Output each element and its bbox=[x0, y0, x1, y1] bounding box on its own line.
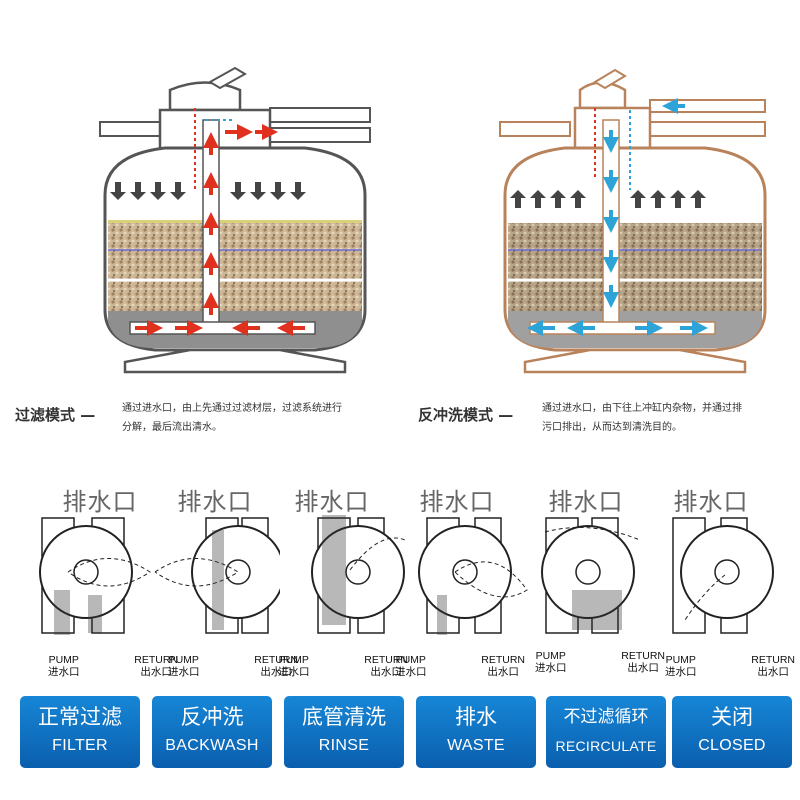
return-en: RETURN bbox=[364, 654, 408, 666]
return-cn: 出水口 bbox=[487, 666, 519, 678]
return-cn: 出水口 bbox=[627, 662, 659, 674]
mode-button-waste[interactable]: 排水 WASTE bbox=[416, 696, 536, 768]
filter-tank-diagram bbox=[99, 66, 371, 374]
filter-mode-description: 通过进水口，由上先通过过滤材层，过滤系统进行 分解，最后流出清水。 bbox=[122, 399, 392, 437]
backwash-mode-desc-line-1: 通过进水口，由下往上冲缸内杂物，并通过排 bbox=[542, 403, 742, 414]
pump-en: PUMP bbox=[395, 654, 426, 666]
pump-en: PUMP bbox=[278, 654, 309, 666]
drain-port-label: 排水口 bbox=[548, 488, 624, 516]
pump-cn: 进水口 bbox=[535, 662, 567, 674]
mode-label-cn: 排水 bbox=[455, 705, 497, 729]
pump-en: PUMP bbox=[168, 654, 199, 666]
return-cn: 出水口 bbox=[370, 666, 402, 678]
return-cn: 出水口 bbox=[140, 666, 172, 678]
mode-button-closed[interactable]: 关闭 CLOSED bbox=[672, 696, 792, 768]
filter-mode-desc-line-2: 分解，最后流出清水。 bbox=[122, 422, 222, 433]
mode-label-cn: 不过滤循环 bbox=[563, 707, 649, 727]
pump-cn: 进水口 bbox=[168, 666, 200, 678]
return-en: RETURN bbox=[751, 654, 795, 666]
mode-label-cn: 反冲洗 bbox=[180, 705, 244, 729]
pump-cn: 进水口 bbox=[665, 666, 697, 678]
filter-mode-desc-line-1: 通过进水口，由上先通过过滤材层，过滤系统进行 bbox=[122, 403, 342, 414]
backwash-mode-title: 反冲洗模式 — bbox=[418, 406, 514, 424]
valve-diagram-filter bbox=[39, 517, 151, 635]
pump-cn: 进水口 bbox=[395, 666, 427, 678]
drain-port-label: 排水口 bbox=[673, 488, 749, 516]
return-cn: 出水口 bbox=[260, 666, 292, 678]
mode-button-recirculate[interactable]: 不过滤循环 RECIRCULATE bbox=[546, 696, 666, 768]
mode-label-en: RECIRCULATE bbox=[555, 738, 657, 754]
mode-label-cn: 底管清洗 bbox=[302, 705, 386, 729]
pump-en: PUMP bbox=[48, 654, 79, 666]
valve-diagram-recirculate bbox=[541, 517, 641, 634]
drain-port-label: 排水口 bbox=[62, 488, 138, 516]
filter-mode-title: 过滤模式 — bbox=[15, 406, 96, 424]
mode-label-en: RINSE bbox=[318, 737, 370, 754]
pump-en: PUMP bbox=[535, 650, 566, 662]
return-en: RETURN bbox=[254, 654, 298, 666]
return-en: RETURN bbox=[481, 654, 525, 666]
drain-port-label: 排水口 bbox=[294, 488, 370, 516]
drain-port-label: 排水口 bbox=[177, 488, 253, 516]
return-en: RETURN bbox=[134, 654, 178, 666]
mode-label-cn: 关闭 bbox=[711, 705, 753, 729]
drain-port-label: 排水口 bbox=[419, 488, 495, 516]
mode-label-en: CLOSED bbox=[698, 737, 766, 754]
valve-diagram-backwash bbox=[154, 517, 280, 634]
valve-diagram-waste bbox=[418, 517, 528, 635]
backwash-mode-desc-line-2: 污口排出，从而达到清洗目的。 bbox=[542, 422, 682, 433]
mode-label-en: BACKWASH bbox=[165, 737, 259, 754]
return-cn: 出水口 bbox=[757, 666, 789, 678]
pump-en: PUMP bbox=[665, 654, 696, 666]
mode-button-rinse[interactable]: 底管清洗 RINSE bbox=[284, 696, 404, 768]
return-en: RETURN bbox=[621, 650, 665, 662]
valve-diagram-rinse bbox=[311, 515, 406, 634]
mode-label-en: WASTE bbox=[447, 737, 505, 754]
pump-cn: 进水口 bbox=[48, 666, 80, 678]
mode-button-filter[interactable]: 正常过滤 FILTER bbox=[20, 696, 140, 768]
mode-label-cn: 正常过滤 bbox=[38, 705, 122, 729]
mode-label-en: FILTER bbox=[52, 737, 108, 754]
valve-diagram-closed bbox=[672, 517, 774, 634]
backwash-mode-description: 通过进水口，由下往上冲缸内杂物，并通过排 污口排出，从而达到清洗目的。 bbox=[542, 399, 792, 437]
pump-cn: 进水口 bbox=[278, 666, 310, 678]
mode-button-backwash[interactable]: 反冲洗 BACKWASH bbox=[152, 696, 272, 768]
backwash-tank-diagram bbox=[499, 68, 767, 374]
